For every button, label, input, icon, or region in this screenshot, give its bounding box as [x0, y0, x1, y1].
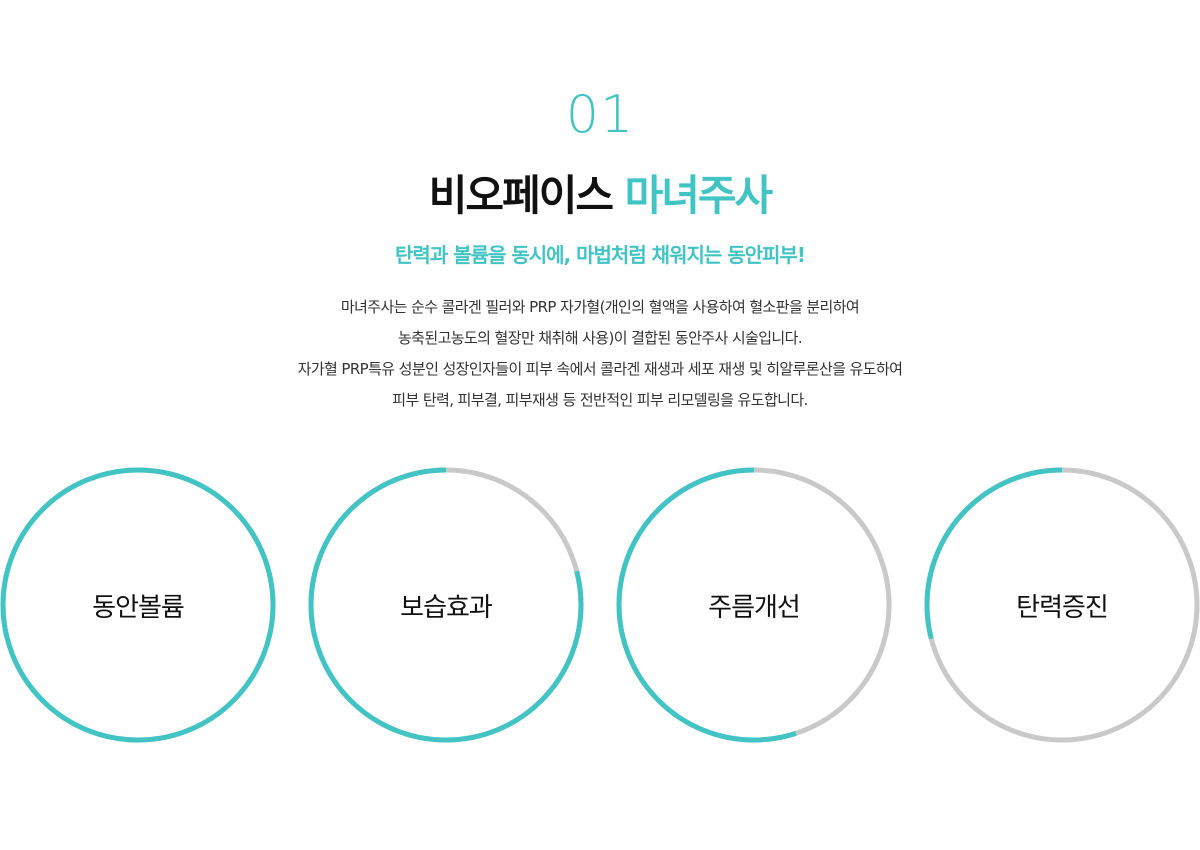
progress-ring	[0, 467, 276, 743]
effect-label: 보습효과	[400, 592, 493, 623]
progress-ring	[616, 467, 892, 743]
description-line: 자가혈 PRP특유 성분인 성장인자들이 피부 속에서 콜라겐 재생과 세포 재…	[297, 360, 903, 378]
progress-ring	[308, 467, 584, 743]
effect-label: 탄력증진	[1016, 592, 1109, 623]
title-main: 비오페이스	[428, 171, 614, 220]
progress-ring-fill	[924, 467, 1200, 743]
description-line: 피부 탄력, 피부결, 피부재생 등 전반적인 피부 리모델링을 유도합니다.	[392, 391, 808, 409]
effect-circle-wrinkle: 주름개선	[616, 467, 892, 743]
section-subtitle: 탄력과 볼륨을 동시에, 마법처럼 채워지는 동안피부!	[395, 243, 806, 267]
effect-circle-moisture: 보습효과	[308, 467, 584, 743]
section-title: 비오페이스 마녀주사	[0, 168, 1200, 224]
progress-ring	[924, 467, 1200, 743]
effect-circle-elasticity: 탄력증진	[924, 467, 1200, 743]
description-line: 농축된고농도의 혈장만 채취해 사용)이 결합된 동안주사 시술입니다.	[397, 329, 803, 347]
effect-label: 주름개선	[708, 592, 801, 623]
description-line: 마녀주사는 순수 콜라겐 필러와 PRP 자가혈(개인의 혈액을 사용하여 혈소…	[340, 298, 860, 316]
progress-ring-fill	[0, 467, 276, 743]
effect-label: 동안볼륨	[92, 592, 185, 623]
section-number: 01	[565, 85, 635, 145]
progress-ring-fill	[308, 467, 584, 743]
section-description: 마녀주사는 순수 콜라겐 필러와 PRP 자가혈(개인의 혈액을 사용하여 혈소…	[0, 292, 1200, 416]
progress-ring-fill	[616, 467, 892, 743]
title-accent: 마녀주사	[624, 171, 774, 220]
effect-circle-volume: 동안볼륨	[0, 467, 276, 743]
